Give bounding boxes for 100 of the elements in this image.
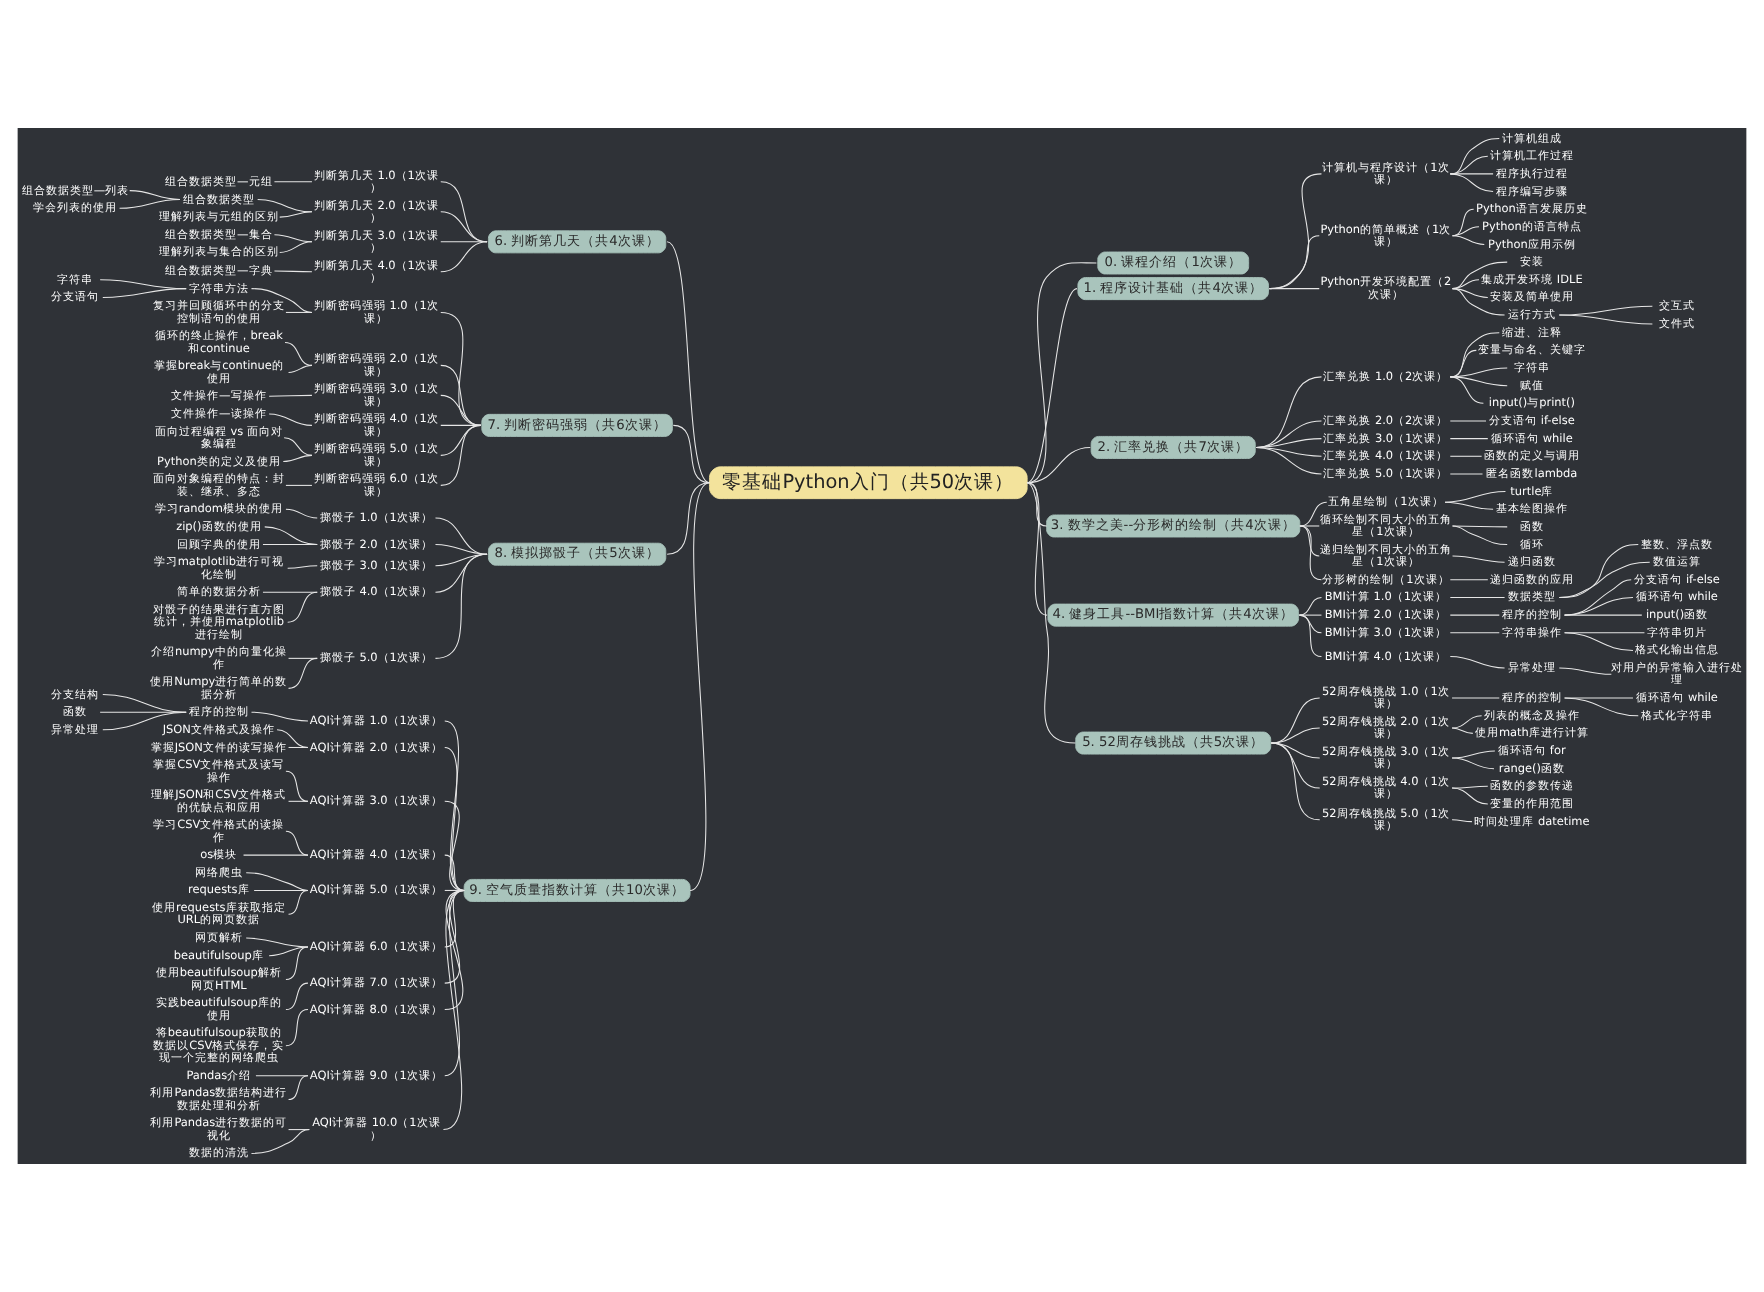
connector <box>1299 525 1320 557</box>
connector <box>102 694 187 713</box>
connector <box>287 591 318 623</box>
connector <box>1298 614 1322 634</box>
connector <box>1270 742 1321 821</box>
connector <box>1449 632 1500 634</box>
connector <box>1026 288 1078 484</box>
connector <box>1026 482 1076 744</box>
connector <box>285 311 313 313</box>
connector <box>1299 501 1328 527</box>
connector <box>1449 656 1506 669</box>
connector <box>288 657 318 689</box>
connector <box>1299 525 1322 581</box>
connector <box>245 937 309 948</box>
connector <box>1449 455 1483 457</box>
connector <box>444 889 465 1077</box>
connector <box>276 729 309 748</box>
connector <box>1449 438 1489 440</box>
connector <box>1270 727 1321 744</box>
connector <box>253 889 309 891</box>
connector <box>288 889 309 915</box>
connector <box>1452 235 1485 245</box>
connector <box>1449 173 1494 175</box>
connector <box>1444 491 1506 503</box>
connector <box>287 565 318 569</box>
connector <box>268 394 313 397</box>
connector <box>1298 596 1322 616</box>
connector <box>1298 614 1322 616</box>
connector <box>444 720 465 891</box>
connector <box>273 270 313 273</box>
connector <box>1270 697 1321 744</box>
connector <box>1452 279 1480 290</box>
connector <box>440 311 482 426</box>
node-box: 零基础Python入门（共50次课） <box>709 466 1028 500</box>
connector <box>444 746 465 891</box>
connector <box>1449 138 1500 175</box>
connector <box>285 946 309 981</box>
connector <box>250 288 313 313</box>
connector <box>1451 787 1489 805</box>
connector <box>250 1129 310 1154</box>
connector <box>288 1075 309 1101</box>
connector <box>666 241 710 484</box>
connector <box>268 413 313 426</box>
connector <box>1564 614 1643 616</box>
connector <box>279 241 313 253</box>
connector <box>1255 446 1322 475</box>
connector <box>285 484 313 486</box>
connector <box>444 889 465 984</box>
connector <box>245 872 309 891</box>
connector <box>257 198 313 213</box>
connector <box>1558 561 1651 598</box>
connector <box>1564 632 1645 634</box>
connector <box>1452 525 1508 528</box>
connector <box>1564 632 1634 651</box>
connector <box>1299 525 1320 527</box>
connector <box>282 454 313 463</box>
connector <box>1268 288 1320 290</box>
connector <box>440 211 488 243</box>
connector <box>1026 446 1091 484</box>
connector <box>440 424 482 486</box>
connector <box>1451 819 1473 823</box>
connector <box>279 211 313 218</box>
connector <box>1452 261 1508 290</box>
connector <box>434 553 488 593</box>
connector <box>1452 208 1475 237</box>
connector <box>689 482 710 891</box>
connector <box>283 437 313 456</box>
connector <box>1268 235 1320 290</box>
connector <box>1444 501 1494 510</box>
connector <box>1451 750 1496 759</box>
connector <box>1026 262 1097 484</box>
connector <box>255 1075 309 1077</box>
connector <box>1558 305 1653 316</box>
connector <box>1298 614 1322 658</box>
connector <box>285 508 318 519</box>
connector <box>1558 667 1612 675</box>
connector <box>1268 173 1322 290</box>
connector <box>1564 697 1639 717</box>
connector <box>1026 482 1048 527</box>
connector <box>1451 727 1474 734</box>
connector <box>273 181 313 183</box>
connector <box>1449 349 1477 378</box>
connector <box>440 181 488 243</box>
connector <box>440 364 482 426</box>
connector <box>288 364 313 373</box>
connector <box>102 288 187 298</box>
connector <box>264 526 318 546</box>
connector <box>285 770 309 802</box>
connector <box>440 394 482 426</box>
connector <box>666 482 710 555</box>
connector <box>1558 314 1653 325</box>
connector <box>262 544 318 546</box>
connector <box>1449 173 1494 193</box>
connector <box>1026 482 1048 616</box>
connector <box>440 241 488 243</box>
connector <box>1449 376 1484 404</box>
connector <box>288 1129 310 1131</box>
connector <box>1451 785 1489 789</box>
connector <box>284 341 313 366</box>
connector <box>672 424 710 484</box>
